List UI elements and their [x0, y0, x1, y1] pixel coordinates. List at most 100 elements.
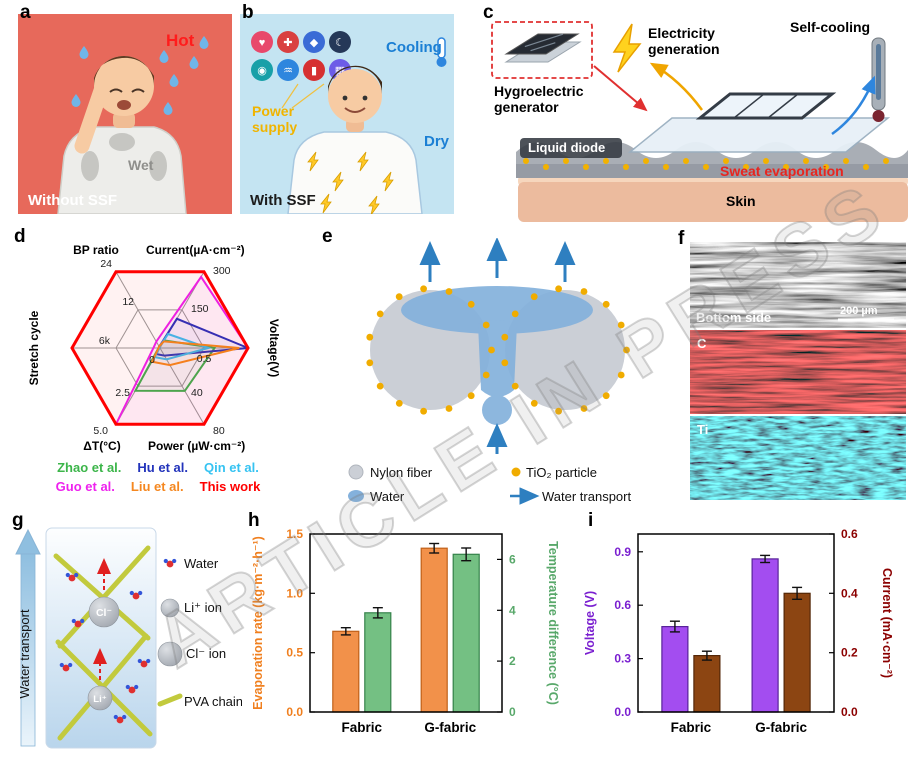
water-transport-arrows — [419, 238, 576, 454]
category-label: G-fabric — [755, 720, 807, 735]
bar — [783, 592, 811, 713]
right-tick-label: 0.2 — [841, 646, 858, 660]
icon-connector-line — [291, 83, 325, 109]
right-tick-label: 0.6 — [841, 527, 858, 541]
water-swatch — [348, 490, 364, 502]
panel-tag-f: f — [678, 228, 685, 249]
fitness-icon-glyph: ◆ — [310, 37, 319, 49]
sleep-icon — [329, 31, 351, 53]
bottom-side-label: Bottom side — [696, 310, 771, 325]
left-tick-label: 0.5 — [286, 646, 303, 660]
nylon-fiber-swatch — [348, 464, 364, 480]
dry-label: Dry — [424, 133, 450, 150]
water-molecule-swatch — [163, 558, 177, 568]
plot-box — [637, 533, 835, 713]
radar-tick-label: 80 — [213, 425, 225, 437]
li-ion-sphere — [87, 685, 113, 711]
self-cooling-label: Self-cooling — [790, 19, 870, 35]
li-ion-label: Li⁺ — [93, 694, 106, 705]
self-cooling-probe-icon — [831, 37, 886, 136]
panel-g: Water transport — [8, 520, 242, 756]
cooling-label: Cooling — [386, 39, 442, 56]
icon-connector-line — [281, 83, 299, 109]
fitness-icon — [303, 31, 325, 53]
left-tick-label: 1.5 — [286, 527, 303, 541]
signal-icon-glyph: ♒ — [283, 65, 293, 77]
panel-tag-g: g — [12, 510, 24, 531]
ion-transport-diagram: Cl⁻ Li⁺ — [45, 527, 157, 749]
radar-axis-label: Current(µA·cm⁻²) — [146, 243, 245, 257]
person-hot-illustration — [57, 56, 187, 214]
right-tick-label: 0.4 — [841, 586, 858, 600]
water-transport-axis-label: Water transport — [17, 609, 32, 698]
carbon-map-label: C — [697, 336, 707, 351]
thermometer-icon — [303, 59, 325, 81]
left-tick-label: 0.0 — [286, 705, 303, 719]
radar-legend-item: This work — [199, 479, 261, 494]
sweat-evaporation-label: Sweat evaporation — [720, 163, 844, 179]
category-label: Fabric — [342, 720, 383, 735]
cooling-thermometer-icon — [436, 37, 447, 67]
radar-tick-label: 12 — [122, 296, 134, 308]
legend-tio2-label: TiO₂ particle — [526, 465, 597, 480]
legend-cl-label: Cl⁻ ion — [186, 646, 226, 661]
li-ion-swatch — [160, 598, 180, 618]
panel-tag-b: b — [242, 2, 254, 23]
left-tick-label: 0.9 — [614, 545, 631, 559]
power-supply-label-1: Power — [252, 103, 295, 119]
radar-series — [70, 270, 250, 426]
radar-legend-item: Guo et al. — [55, 479, 115, 494]
legend-water-label: Water — [184, 556, 219, 571]
panel-tag-d: d — [14, 226, 26, 247]
titanium-map-label: Ti — [697, 422, 708, 437]
pva-chain-swatch — [157, 693, 183, 707]
skin-layers — [518, 176, 908, 222]
legend-li-label: Li⁺ ion — [184, 600, 222, 615]
health-cross-icon-glyph: ✚ — [283, 37, 292, 49]
scale-bar-label: 200 µm — [840, 305, 878, 317]
panel-f: Bottom side 200 µm C Ti — [690, 242, 906, 500]
electricity-bolt-icon — [612, 23, 704, 111]
radar-tick-label: 24 — [100, 258, 112, 270]
radar-series — [150, 340, 240, 367]
compass-icon-glyph: ◉ — [257, 65, 267, 77]
panel-g-legend: Water Li⁺ ion Cl⁻ ion PVA chain — [157, 556, 242, 709]
health-cross-icon — [277, 31, 299, 53]
eds-map-carbon: C — [690, 330, 906, 414]
panel-tag-i: i — [588, 510, 594, 531]
radar-tick-label: 300 — [213, 265, 231, 277]
fiber-dots — [366, 285, 630, 415]
electricity-label-2: generation — [648, 41, 720, 57]
eds-map-titanium: Ti — [690, 416, 906, 500]
legend-pva-label: PVA chain — [184, 694, 242, 709]
radar-axis-label: ΔT(°C) — [83, 439, 120, 453]
category-label: Fabric — [671, 720, 712, 735]
bar — [420, 547, 448, 713]
tio2-dots — [523, 158, 889, 170]
radar-spoke — [159, 347, 205, 425]
wet-label: Wet — [128, 157, 154, 173]
legend-transport-label: Water transport — [542, 489, 631, 504]
plot-box — [309, 533, 503, 713]
panel-b: ♥✚◆☾◉♒▮▦ — [240, 14, 454, 214]
panel-e: Nylon fiber TiO₂ particle Water Water tr… — [320, 238, 670, 508]
right-tick-label: 2 — [509, 654, 516, 668]
radar-tick-label: 40 — [191, 387, 203, 399]
radar-axis-label: Power (µW·cm⁻²) — [148, 439, 245, 453]
radar-tick-label: 5.0 — [93, 425, 108, 437]
hygroelectric-generator-callout — [491, 21, 648, 112]
panel-tag-h: h — [248, 510, 260, 531]
left-tick-label: 0.0 — [614, 705, 631, 719]
skin-label: Skin — [726, 193, 756, 209]
cl-ion-sphere — [88, 596, 120, 628]
radar-axis-label: Stretch cycle — [27, 310, 41, 385]
bar — [452, 553, 480, 713]
person-cool-illustration — [287, 65, 423, 214]
sem-image: Bottom side 200 µm — [690, 242, 906, 328]
heart-icon — [251, 31, 273, 53]
panel-tag-c: c — [483, 2, 494, 23]
panel-a-caption: Without SSF — [28, 192, 117, 209]
